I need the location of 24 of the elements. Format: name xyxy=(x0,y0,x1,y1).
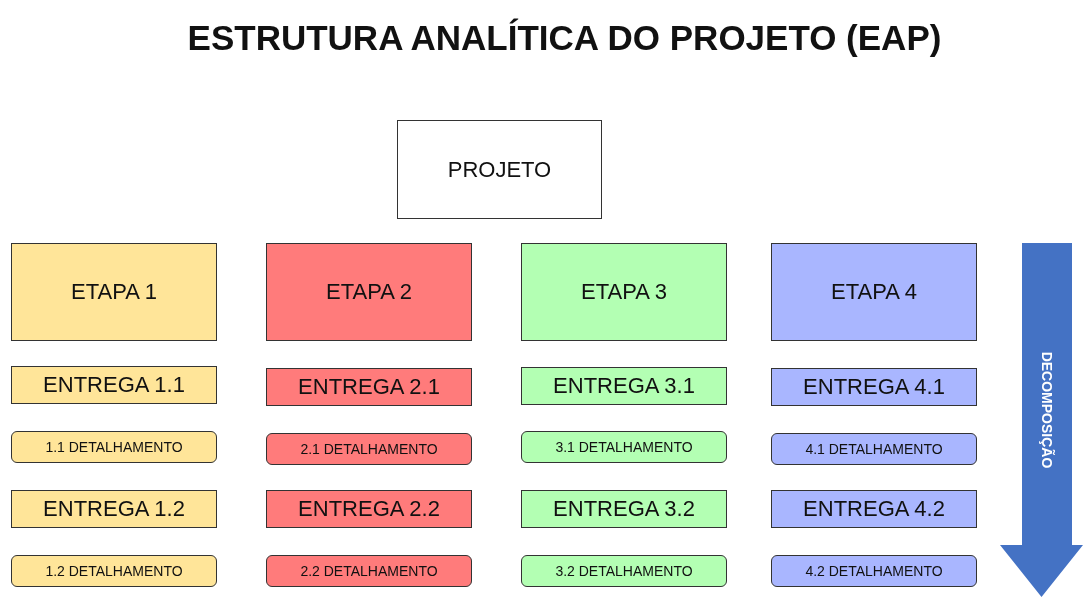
deliverable-box: ENTREGA 2.1 xyxy=(266,368,472,406)
deliverable-box: ENTREGA 3.1 xyxy=(521,367,727,405)
deliverable-box: ENTREGA 1.2 xyxy=(11,490,217,528)
stage-box: ETAPA 3 xyxy=(521,243,727,341)
detail-box: 4.2 DETALHAMENTO xyxy=(771,555,977,587)
detail-box: 1.1 DETALHAMENTO xyxy=(11,431,217,463)
detail-box: 2.1 DETALHAMENTO xyxy=(266,433,472,465)
detail-box: 1.2 DETALHAMENTO xyxy=(11,555,217,587)
stage-box: ETAPA 1 xyxy=(11,243,217,341)
detail-box: 3.1 DETALHAMENTO xyxy=(521,431,727,463)
deliverable-box: ENTREGA 4.1 xyxy=(771,368,977,406)
decomposition-arrow xyxy=(1000,243,1083,597)
deliverable-box: ENTREGA 3.2 xyxy=(521,490,727,528)
stage-box: ETAPA 2 xyxy=(266,243,472,341)
deliverable-box: ENTREGA 4.2 xyxy=(771,490,977,528)
deliverable-box: ENTREGA 1.1 xyxy=(11,366,217,404)
arrow-label: DECOMPOSIÇÃO xyxy=(1039,351,1055,469)
deliverable-box: ENTREGA 2.2 xyxy=(266,490,472,528)
detail-box: 4.1 DETALHAMENTO xyxy=(771,433,977,465)
detail-box: 3.2 DETALHAMENTO xyxy=(521,555,727,587)
detail-box: 2.2 DETALHAMENTO xyxy=(266,555,472,587)
stage-box: ETAPA 4 xyxy=(771,243,977,341)
diagram-title: ESTRUTURA ANALÍTICA DO PROJETO (EAP) xyxy=(186,18,943,58)
project-box: PROJETO xyxy=(397,120,602,219)
